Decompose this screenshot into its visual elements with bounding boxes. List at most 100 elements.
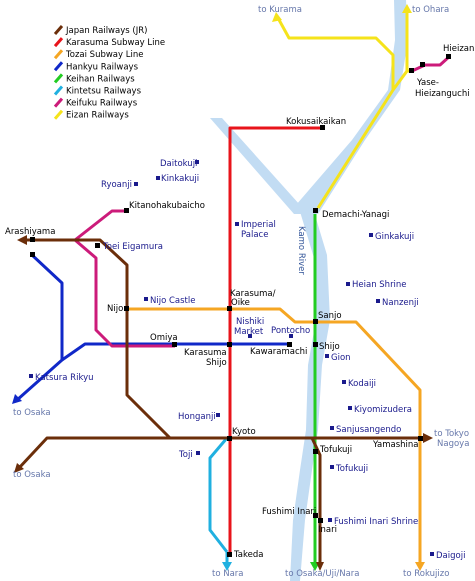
legend-label-kintetsu: Kintetsu Railways	[66, 87, 142, 97]
arrow-arashiyama	[17, 235, 27, 245]
legend-swatch-tozai	[53, 49, 64, 60]
station-marker-arashiyama-hankyu[interactable]	[30, 252, 35, 257]
station-marker-arashiyama-jr[interactable]	[30, 237, 35, 242]
station-marker-toei[interactable]	[95, 243, 100, 248]
landmark-marker-katsura	[29, 374, 33, 378]
landmark-labels: Daitokuji Kinkakuji Ryoanji Toei Eigamur…	[35, 159, 465, 561]
station-label-kawaramachi: Kawaramachi	[250, 347, 307, 357]
dest-label-rokujizo: to Rokujizo	[403, 569, 449, 579]
station-marker-kokusaikaikan[interactable]	[320, 125, 325, 130]
line-karasuma	[228, 126, 322, 555]
legend-swatch-keifuku	[53, 97, 64, 108]
station-label-nijo: Nijo	[107, 304, 123, 314]
landmark-label-ginkakuji: Ginkakuji	[375, 232, 414, 242]
landmark-marker-ginkakuji	[369, 233, 373, 237]
landmark-marker-kinkakuji	[156, 176, 160, 180]
landmark-label-pontocho: Pontocho	[271, 326, 310, 336]
landmark-label-toji: Toji	[178, 450, 193, 460]
arrow-tokyo	[423, 433, 433, 443]
dest-label-kurama: to Kurama	[258, 5, 302, 15]
legend-swatch-kintetsu	[53, 85, 64, 96]
line-arrows	[12, 4, 433, 571]
landmark-label-daitokuji: Daitokuji	[160, 159, 197, 169]
legend-label-karasuma: Karasuma Subway Line	[66, 38, 165, 48]
station-markers	[30, 54, 451, 557]
landmark-label-imperial-1: Imperial	[241, 220, 276, 230]
station-label-karasuma-oike-2: Oike	[231, 298, 250, 308]
station-label-kokusaikaikan: Kokusaikaikan	[286, 117, 346, 127]
station-marker-kitanohakubaicho[interactable]	[124, 208, 129, 213]
station-marker-karasuma-oike[interactable]	[227, 306, 232, 311]
landmark-label-katsura: Katsura Rikyu	[35, 373, 94, 383]
station-label-karasuma-oike-1: Karasuma/	[230, 289, 276, 299]
landmark-marker-heian	[346, 282, 350, 286]
station-marker-takeda[interactable]	[227, 552, 232, 557]
legend-label-keifuku: Keifuku Railways	[66, 99, 138, 109]
kamo-river: Kamo River	[210, 0, 408, 581]
dest-label-osaka-hankyu: to Osaka	[13, 408, 51, 418]
line-hankyu	[16, 253, 64, 402]
landmark-label-nijo-castle: Nijo Castle	[150, 296, 195, 306]
destination-labels: to Kurama to Ohara to Osaka to Osaka to …	[13, 5, 469, 579]
landmark-label-toei: Toei Eigamura	[102, 242, 163, 252]
landmark-label-honganji: Honganji	[178, 412, 216, 422]
station-marker-omiya[interactable]	[172, 342, 177, 347]
line-keifuku-kitano	[74, 209, 128, 242]
landmark-marker-pontocho	[289, 334, 293, 338]
arrow-osaka-jr-nara	[316, 562, 324, 571]
station-label-tofukuji: Tofukuji	[319, 445, 352, 455]
line-keifuku-main	[34, 238, 175, 348]
dest-label-osaka-uji-nara: to Osaka/Uji/Nara	[285, 569, 360, 579]
landmark-marker-sanjusangendo	[330, 426, 334, 430]
station-marker-yamashina[interactable]	[418, 436, 423, 441]
station-marker-fushimi-inari[interactable]	[313, 513, 318, 518]
station-label-fushimi-inari-1: Fushimi Inari	[262, 507, 316, 517]
arrow-rokujizo	[415, 562, 425, 571]
station-marker-hieizan[interactable]	[446, 54, 451, 59]
landmark-label-fushimi-shrine: Fushimi Inari Shrine	[334, 517, 418, 527]
landmark-label-gion: Gion	[331, 353, 351, 363]
station-label-yase-1: Yase-	[416, 78, 439, 88]
landmark-label-nishiki-2: Market	[234, 327, 264, 337]
landmark-label-ryoanji: Ryoanji	[101, 180, 132, 190]
line-tozai	[127, 307, 422, 565]
station-marker-yase[interactable]	[409, 68, 414, 73]
landmark-marker-imperial	[235, 222, 239, 226]
station-marker-inari[interactable]	[318, 518, 323, 523]
landmark-marker-daitokuji	[195, 160, 199, 164]
arrow-osaka-hankyu	[12, 394, 22, 404]
station-labels: Hieizan Yase- Hieizanguchi Kokusaikaikan…	[5, 44, 474, 560]
station-marker-nijo[interactable]	[124, 306, 129, 311]
line-hankyu-main	[61, 342, 290, 362]
legend-label-tozai: Tozai Subway Line	[65, 50, 143, 60]
station-marker-sanjo-tozai[interactable]	[313, 319, 318, 324]
station-marker-kyoto[interactable]	[227, 436, 232, 441]
landmark-label-kinkakuji: Kinkakuji	[161, 174, 199, 184]
landmark-label-nishiki-1: Nishiki	[236, 317, 264, 327]
arrow-nara	[222, 562, 232, 571]
station-marker-tofukuji[interactable]	[313, 449, 318, 454]
landmark-label-nanzenji: Nanzenji	[382, 298, 419, 308]
station-label-yase-2: Hieizanguchi	[415, 89, 470, 99]
legend-swatch-eizan	[53, 109, 64, 120]
station-marker-hieizan-cable[interactable]	[420, 62, 425, 67]
landmark-label-heian: Heian Shrine	[352, 280, 407, 290]
dest-label-ohara: to Ohara	[412, 5, 449, 15]
legend-label-jr: Japan Railways (JR)	[65, 26, 147, 36]
station-marker-shijo-keihan[interactable]	[313, 342, 318, 347]
rail-lines	[16, 11, 452, 565]
line-kintetsu	[208, 437, 229, 553]
landmark-marker-daigoji	[430, 552, 434, 556]
station-marker-karasuma-shijo[interactable]	[227, 342, 232, 347]
arrow-kurama	[272, 12, 282, 22]
station-marker-demachi[interactable]	[313, 208, 318, 213]
station-marker-kawaramachi[interactable]	[287, 342, 292, 347]
landmark-markers	[29, 160, 434, 556]
landmark-marker-nijo-castle	[144, 297, 148, 301]
legend-swatch-jr	[53, 25, 64, 35]
legend-swatch-keihan	[53, 73, 64, 84]
landmark-label-tofukuji: Tofukuji	[335, 464, 368, 474]
legend-label-eizan: Eizan Railways	[66, 111, 129, 121]
